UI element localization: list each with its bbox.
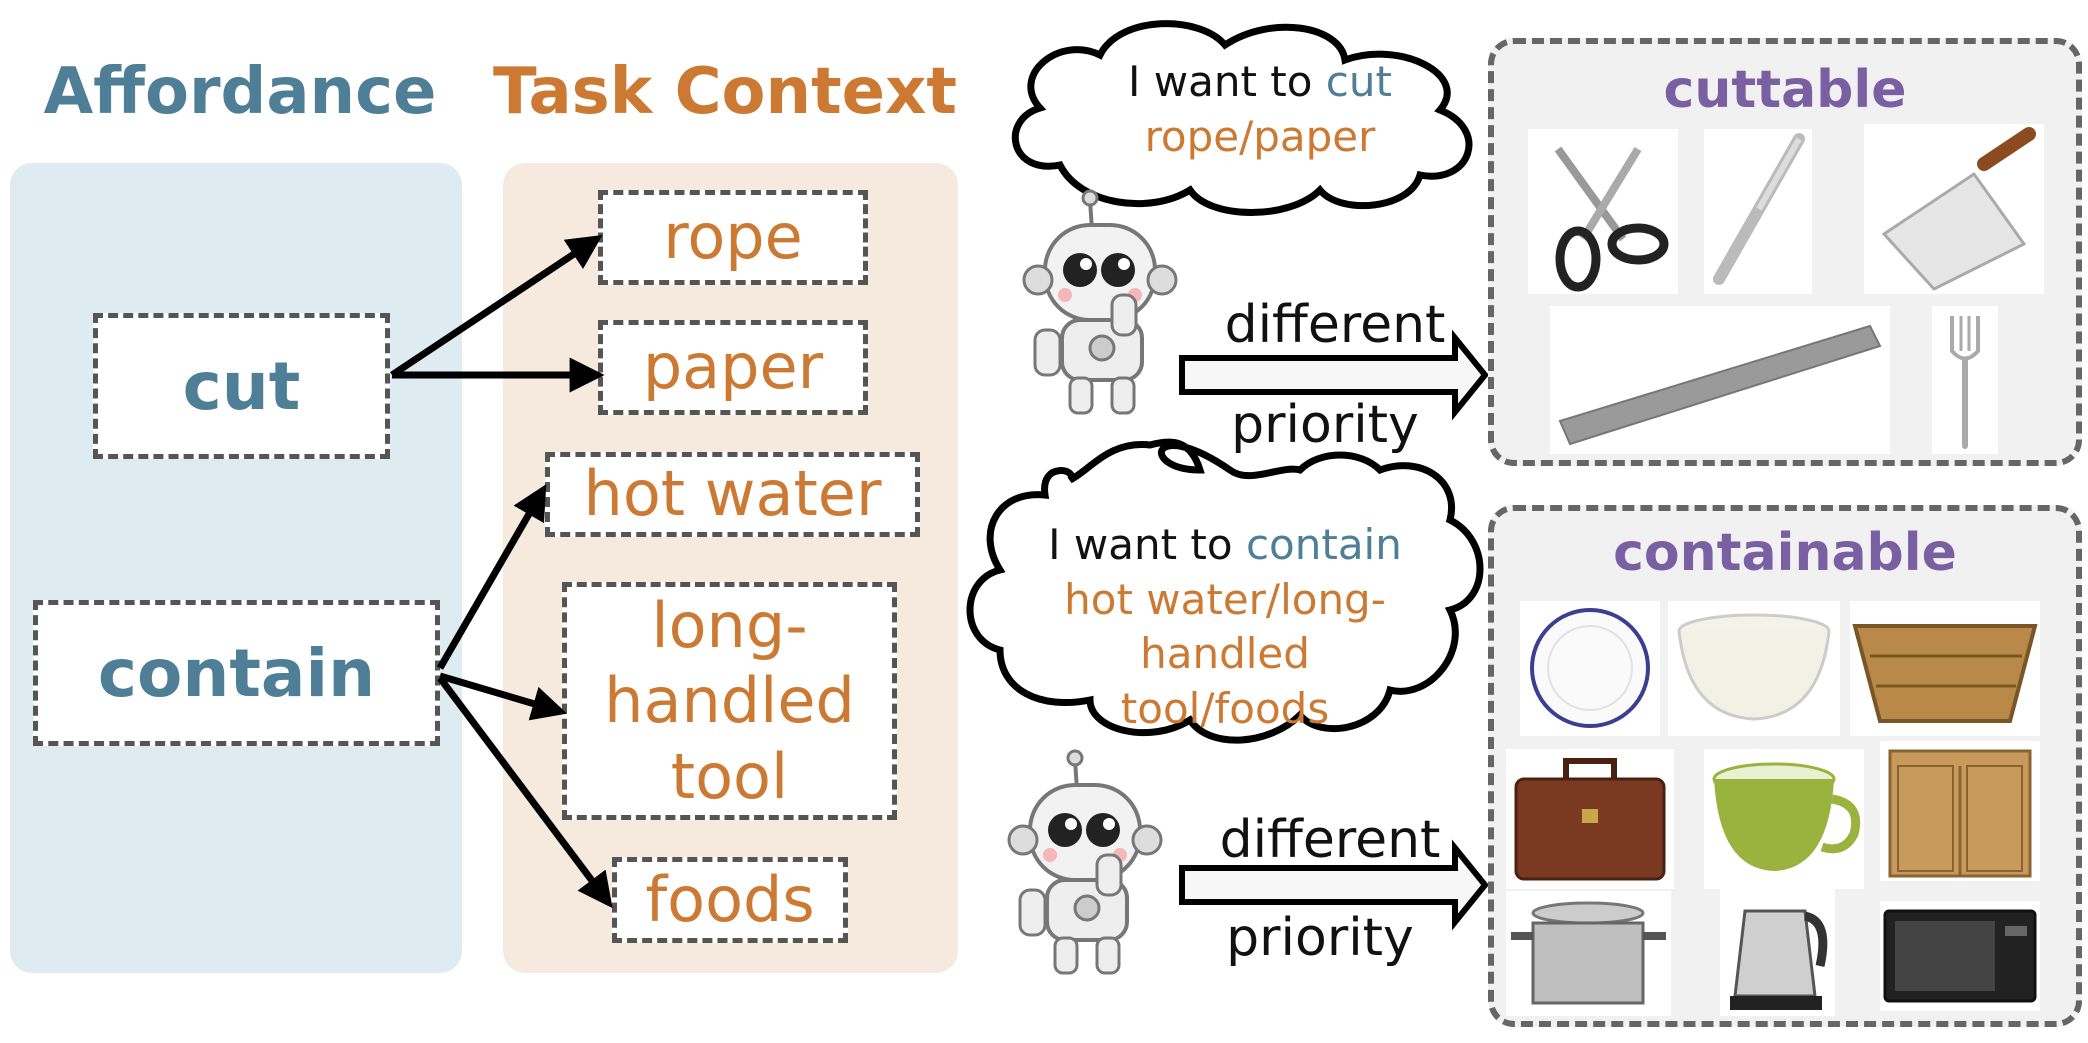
bowl-icon bbox=[1668, 601, 1840, 736]
task-paper: paper bbox=[598, 320, 868, 415]
microwave-icon bbox=[1880, 901, 2040, 1011]
bubble-cut-text: I want to cut rope/paper bbox=[1080, 55, 1440, 164]
bubble-object-line: hot water/long- bbox=[1064, 574, 1386, 624]
bubble-contain-text: I want to contain hot water/long- handle… bbox=[1010, 518, 1440, 736]
task-hot-water: hot water bbox=[545, 452, 920, 537]
bubble-object-line: handled bbox=[1140, 629, 1310, 679]
affordance-panel bbox=[10, 163, 462, 973]
arrow-label-top: different bbox=[1219, 810, 1441, 870]
task-rope: rope bbox=[598, 190, 868, 285]
briefcase-icon bbox=[1506, 749, 1674, 889]
ruler-icon bbox=[1550, 306, 1890, 454]
bubble-verb: contain bbox=[1245, 520, 1402, 569]
category-title: cuttable bbox=[1663, 60, 1907, 120]
arrow-cut-rope bbox=[390, 235, 603, 378]
knife-icon bbox=[1704, 129, 1812, 294]
pot-icon bbox=[1506, 891, 1671, 1016]
arrow-contain-long-handled-tool bbox=[439, 672, 568, 721]
task-long-handled-tool: long- handled tool bbox=[562, 582, 897, 820]
bubble-prefix: I want to bbox=[1128, 57, 1313, 106]
robot-icon bbox=[1007, 749, 1163, 975]
task-foods: foods bbox=[612, 857, 848, 943]
bubble-object: rope/paper bbox=[1144, 111, 1376, 161]
scissors-icon bbox=[1528, 129, 1678, 294]
cleaver-icon bbox=[1864, 124, 2044, 294]
cabinet-icon bbox=[1880, 741, 2040, 881]
arrow-contain-foods bbox=[437, 675, 613, 909]
bubble-prefix: I want to bbox=[1048, 520, 1233, 569]
task-context-heading: Task Context bbox=[493, 55, 957, 129]
kettle-icon bbox=[1720, 886, 1835, 1016]
robot-icon bbox=[1022, 189, 1178, 415]
containable-panel: containable bbox=[1488, 505, 2082, 1027]
basket-icon bbox=[1850, 601, 2040, 736]
task-context-panel bbox=[503, 163, 958, 973]
thought-bubble-cut bbox=[1011, 20, 1473, 216]
affordance-contain: contain bbox=[33, 600, 440, 746]
cuttable-panel: cuttable bbox=[1488, 38, 2082, 466]
affordance-heading: Affordance bbox=[43, 55, 437, 129]
fork-icon bbox=[1932, 306, 1998, 454]
hollow-arrow-2 bbox=[1179, 839, 1489, 931]
cup-icon bbox=[1704, 749, 1864, 889]
thought-bubble-contain bbox=[966, 438, 1484, 744]
arrow-label-bottom: priority bbox=[1231, 395, 1419, 455]
affordance-cut: cut bbox=[93, 313, 390, 459]
arrow-label-bottom: priority bbox=[1226, 908, 1414, 968]
arrow-contain-hot-water bbox=[436, 484, 547, 670]
category-title: containable bbox=[1613, 523, 1957, 583]
bubble-verb: cut bbox=[1325, 57, 1392, 106]
plate-icon bbox=[1520, 601, 1660, 736]
hollow-arrow-1 bbox=[1179, 329, 1489, 421]
bubble-object-line: tool/foods bbox=[1120, 683, 1330, 733]
arrow-label-top: different bbox=[1224, 295, 1446, 355]
